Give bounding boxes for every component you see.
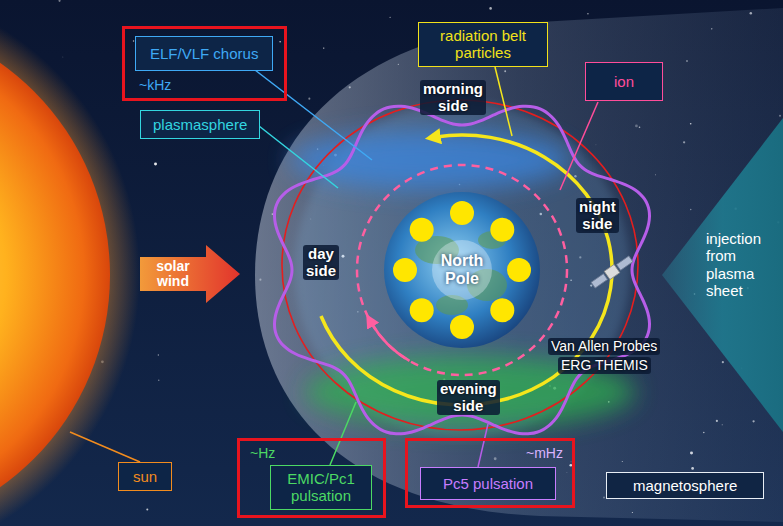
leader-line (255, 70, 372, 160)
yellow-dot (490, 298, 514, 322)
frequency-label: ~mHz (526, 445, 563, 461)
red-orbit-circle (282, 100, 638, 430)
leader-line (560, 102, 598, 190)
node-text: North Pole (441, 252, 484, 289)
yellow-dot (393, 258, 417, 282)
node-text: plasmasphere (153, 116, 247, 133)
callout-box: plasmasphere (140, 110, 260, 139)
yellow-dot (507, 258, 531, 282)
ion-drift-arrow (371, 323, 409, 361)
satellite-icon (590, 255, 633, 290)
star (489, 7, 492, 10)
magnetosphere-shape (255, 8, 783, 522)
plasmasphere-blue (290, 130, 570, 190)
ion-drift-circle (357, 165, 567, 375)
callout-box: ELF/VLF chorus (135, 36, 273, 71)
leader-line (330, 402, 356, 465)
probe-label: Van Allen Probes (548, 338, 660, 355)
yellow-dot (450, 315, 474, 339)
earth-disc: North Pole (382, 190, 542, 350)
node-text: EMIC/Pc1 pulsation (281, 470, 361, 505)
node-text: solar wind (156, 259, 189, 288)
region-label: night side (576, 198, 619, 233)
star (279, 41, 281, 43)
highlight-box: ~kHz ELF/VLF chorus (122, 26, 287, 101)
callout-box: ion (585, 62, 663, 101)
leader-line (478, 424, 488, 467)
star (323, 47, 324, 48)
star (158, 354, 159, 355)
leader-line (70, 432, 140, 462)
region-label: evening side (437, 380, 500, 415)
star (390, 17, 391, 18)
region-label: day side (303, 245, 339, 280)
pc5-wave-line (274, 106, 649, 434)
node-text: ion (614, 73, 634, 90)
callout-box: sun (118, 462, 172, 491)
yellow-dot (450, 201, 474, 225)
probe-label: ERG THEMIS (558, 357, 651, 374)
star (587, 13, 588, 14)
region-label: morning side (420, 80, 486, 115)
highlight-box: ~HzEMIC/Pc1 pulsation (237, 438, 386, 518)
star (308, 98, 310, 100)
star (133, 40, 134, 41)
node-text: magnetosphere (633, 477, 737, 494)
star (154, 162, 157, 165)
star (58, 0, 60, 2)
leader-line (259, 126, 338, 188)
frequency-label: ~kHz (139, 77, 171, 93)
leader-line (495, 67, 512, 136)
node-text: radiation belt particles (427, 27, 539, 62)
node-text: Pc5 pulsation (443, 475, 533, 492)
node-text: ELF/VLF chorus (150, 45, 258, 62)
frequency-label: ~Hz (250, 445, 275, 461)
injection-arrow: injection from plasma sheet (662, 118, 783, 432)
star (146, 509, 148, 511)
node-text: sun (133, 468, 157, 485)
sun-glow (0, 0, 140, 526)
solar-wind-arrow (140, 245, 240, 303)
highlight-box: ~mHzPc5 pulsation (405, 438, 575, 508)
solar-wind-arrow: solar wind (140, 245, 240, 303)
star (158, 380, 159, 381)
yellow-dot (410, 218, 434, 242)
callout-box: magnetosphere (606, 472, 764, 499)
sun-disc (0, 15, 110, 526)
callout-box: Pc5 pulsation (420, 467, 556, 500)
callout-box: radiation belt particles (418, 22, 548, 67)
yellow-dot (490, 218, 514, 242)
callout-box: EMIC/Pc1 pulsation (270, 465, 372, 510)
node-text: injection from plasma sheet (706, 230, 761, 299)
yellow-dot (410, 298, 434, 322)
star (62, 56, 64, 58)
